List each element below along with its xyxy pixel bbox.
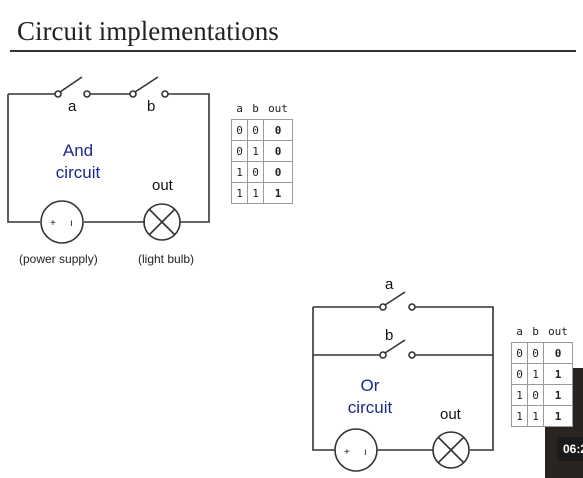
and-table-row: 1 0 0 bbox=[231, 161, 293, 183]
and-table-header-out: out bbox=[268, 102, 288, 115]
or-switch-a-label: a bbox=[385, 276, 394, 293]
power-supply-caption: (power supply) bbox=[19, 252, 98, 266]
light-bulb-caption: (light bulb) bbox=[138, 252, 195, 266]
or-table-header-b: b bbox=[532, 325, 539, 338]
and-supply-plus: + bbox=[50, 218, 56, 229]
and-switch-b-lever bbox=[134, 76, 159, 93]
and-right-wire bbox=[168, 93, 210, 223]
or-table-cell: 1 bbox=[527, 363, 544, 385]
or-light-bulb-symbol bbox=[432, 431, 470, 469]
and-table-row: 0 0 0 bbox=[231, 119, 293, 141]
and-circuit-name-line2: circuit bbox=[55, 163, 101, 182]
or-table-cell: 1 bbox=[543, 405, 573, 427]
slide-title: Circuit implementations bbox=[17, 16, 279, 46]
or-table-cell: 0 bbox=[543, 342, 573, 364]
or-table-header-row: a b out bbox=[512, 325, 573, 343]
or-supply-minus: ı bbox=[364, 447, 367, 458]
and-table-header-b: b bbox=[252, 102, 259, 115]
or-table-row: 1 0 1 bbox=[511, 384, 573, 406]
or-circuit-name-line1: Or bbox=[360, 376, 380, 395]
or-truth-table: a b out 0 0 0 0 1 1 1 0 1 1 1 1 bbox=[511, 325, 573, 427]
or-left-wire bbox=[312, 307, 335, 451]
or-table-row: 1 1 1 bbox=[511, 405, 573, 427]
or-circuit-name: Or circuit bbox=[340, 375, 400, 419]
or-table-cell: 0 bbox=[527, 384, 544, 406]
or-right-wire bbox=[415, 306, 494, 451]
and-out-label: out bbox=[152, 177, 173, 194]
or-table-header-out: out bbox=[548, 325, 568, 338]
and-circuit-name: And circuit bbox=[48, 140, 108, 184]
and-table-cell: 1 bbox=[263, 182, 293, 204]
or-table-row: 0 0 0 bbox=[511, 342, 573, 364]
and-table-header-a: a bbox=[236, 102, 243, 115]
and-power-supply-symbol bbox=[40, 200, 84, 244]
or-table-cell: 0 bbox=[511, 342, 528, 364]
or-table-cell: 1 bbox=[511, 405, 528, 427]
and-truth-table: a b out 0 0 0 0 1 0 1 0 0 1 1 1 bbox=[231, 102, 293, 204]
or-table-cell: 1 bbox=[543, 363, 573, 385]
and-switch-a-lever bbox=[59, 76, 83, 93]
or-switch-b-lever bbox=[384, 339, 406, 354]
and-switch-b-label: b bbox=[147, 98, 156, 115]
and-table-header-row: a b out bbox=[232, 102, 293, 120]
and-supply-minus: ı bbox=[70, 218, 73, 229]
or-switch-a-lever bbox=[384, 291, 406, 306]
video-timestamp-badge[interactable]: 06:2 bbox=[557, 437, 583, 461]
and-switch-a-label: a bbox=[68, 98, 77, 115]
or-table-cell: 0 bbox=[511, 363, 528, 385]
or-power-supply-symbol bbox=[334, 428, 378, 472]
and-left-wire bbox=[7, 94, 40, 223]
or-supply-plus: + bbox=[344, 447, 350, 458]
or-table-cell: 1 bbox=[527, 405, 544, 427]
and-light-bulb-symbol bbox=[143, 203, 181, 241]
or-circuit-name-line2: circuit bbox=[347, 398, 393, 417]
title-underline bbox=[10, 50, 576, 52]
or-out-label: out bbox=[440, 406, 461, 423]
and-circuit-name-line1: And bbox=[62, 141, 94, 160]
or-table-cell: 1 bbox=[511, 384, 528, 406]
or-table-row: 0 1 1 bbox=[511, 363, 573, 385]
and-table-row: 1 1 1 bbox=[231, 182, 293, 204]
or-switch-b-label: b bbox=[385, 327, 394, 344]
or-table-cell: 1 bbox=[543, 384, 573, 406]
and-table-row: 0 1 0 bbox=[231, 140, 293, 162]
and-table-cell: 1 bbox=[231, 182, 248, 204]
or-table-cell: 0 bbox=[527, 342, 544, 364]
or-table-header-a: a bbox=[516, 325, 523, 338]
